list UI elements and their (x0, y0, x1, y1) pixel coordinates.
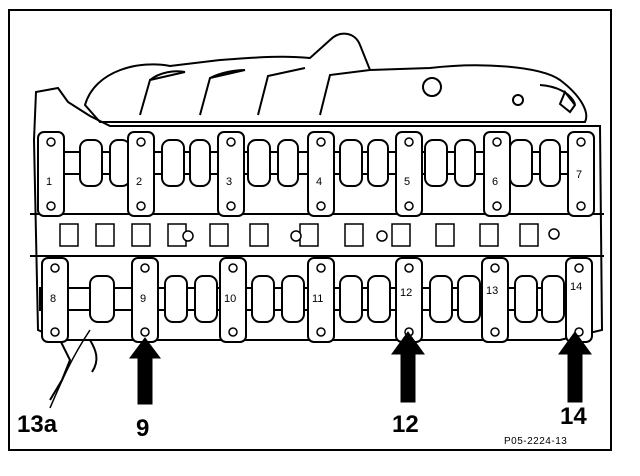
top-cap-4 (307, 131, 335, 217)
cap-bolts (46, 137, 586, 337)
cap-numbers: 1 2 3 4 5 6 7 8 9 10 11 12 13 14 (46, 169, 582, 305)
top-cap-7 (567, 131, 595, 217)
callout-13a: 13a (17, 411, 58, 438)
cap-number-4: 4 (316, 176, 322, 188)
cap-number-2: 2 (136, 176, 142, 188)
bottom-cap-10 (219, 257, 247, 343)
cap-number-13: 13 (486, 285, 498, 297)
cap-number-1: 1 (46, 176, 52, 188)
top-cap-3 (217, 131, 245, 217)
cap-number-6: 6 (492, 176, 498, 188)
callout-9: 9 (136, 415, 149, 442)
intake-manifold (83, 32, 588, 123)
figure-reference: P05-2224-13 (504, 436, 567, 447)
top-cap-5 (395, 131, 423, 217)
top-cap-1 (37, 131, 65, 217)
callout-12: 12 (392, 411, 419, 438)
arrows (129, 331, 592, 405)
cap-number-7: 7 (576, 169, 582, 181)
top-cap-2 (127, 131, 155, 217)
cap-number-12: 12 (400, 287, 412, 299)
leader-line-13a (49, 329, 91, 409)
center-rail (59, 223, 560, 247)
callout-14: 14 (560, 403, 587, 430)
cap-number-5: 5 (404, 176, 410, 188)
top-cap-6 (483, 131, 511, 217)
cap-number-8: 8 (50, 293, 56, 305)
arrow-14-icon (558, 331, 592, 403)
bottom-cap-11 (307, 257, 335, 343)
bottom-cap-13 (481, 257, 509, 343)
arrow-9-icon (129, 337, 161, 405)
cap-number-3: 3 (226, 176, 232, 188)
bearing-caps (37, 131, 595, 343)
diagram-frame (8, 9, 612, 451)
cap-number-9: 9 (140, 293, 146, 305)
arrow-12-icon (391, 331, 425, 403)
bottom-cap-8 (41, 257, 69, 343)
cap-number-11: 11 (312, 293, 323, 305)
cap-number-10: 10 (224, 293, 236, 305)
cap-number-14: 14 (570, 281, 582, 293)
